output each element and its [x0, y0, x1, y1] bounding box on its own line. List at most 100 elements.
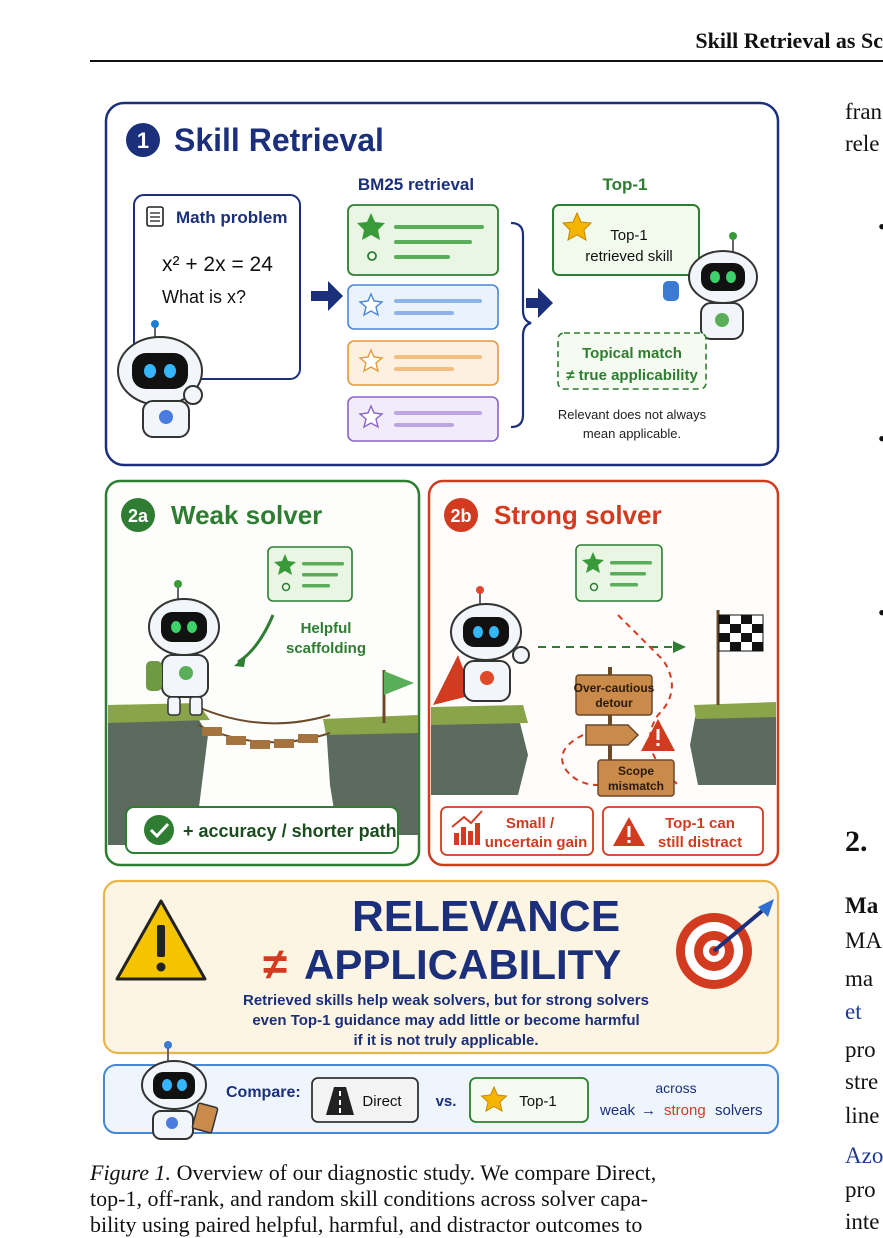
- panel1-number-badge: [126, 123, 160, 157]
- para-heading: Ma: [845, 893, 879, 918]
- retrieved-skill-card-3: [347, 340, 499, 386]
- right-col-p4: pro: [845, 1037, 876, 1062]
- warning-large-icon: [115, 899, 207, 981]
- notepad-icon: [146, 206, 164, 227]
- distract-line2: still distract: [658, 834, 742, 851]
- robot-walking-icon: [146, 580, 220, 716]
- distract-line1: Top-1 can: [665, 815, 735, 832]
- right-col-p6: line: [845, 1103, 880, 1128]
- robot-thinking-icon: [117, 320, 203, 438]
- compare-strong: strong: [664, 1102, 706, 1119]
- bullet-2: •: [878, 426, 883, 452]
- target-icon: [676, 899, 774, 989]
- panel2b-badge-circle: [444, 498, 478, 532]
- right-col-p7[interactable]: Azo: [845, 1143, 883, 1168]
- panel2a-badge-circle: [121, 498, 155, 532]
- bracket-icon: [510, 221, 532, 429]
- panel1-title: Skill Retrieval: [174, 122, 384, 158]
- detour-sign: [575, 674, 653, 716]
- top1-card-line1: Top-1: [610, 227, 648, 244]
- skill-card-icon: [267, 546, 353, 602]
- arrow-to-top1-icon: [526, 288, 553, 318]
- weak-result-box: [125, 806, 399, 854]
- orange-star-icon: [358, 348, 384, 373]
- finish-flag-icon: [718, 614, 764, 652]
- direct-chip-label: Direct: [362, 1093, 402, 1110]
- math-problem-card: [133, 194, 301, 380]
- skill-card-icon-2b: [575, 544, 663, 602]
- compare-label: Compare:: [226, 1084, 301, 1101]
- caption-line3: bility using paired helpful, harmful, an…: [90, 1212, 643, 1237]
- gold-star-chip-icon: [480, 1085, 508, 1112]
- note-line1: Relevant does not always: [558, 407, 707, 422]
- gain-line1: Small /: [506, 815, 555, 832]
- top1-chip: [469, 1077, 589, 1123]
- section-heading: 2.: [845, 825, 868, 858]
- green-star-icon: [357, 213, 385, 240]
- panel2a-badge: 2a: [128, 506, 149, 526]
- compare-bar: Compare: Direct vs. Top-1 across weak → …: [103, 1041, 779, 1140]
- retrieved-skill-card-4: [347, 396, 499, 442]
- panel-strong-solver: 2b Strong solver: [427, 479, 780, 867]
- retrieved-skill-card-2: [347, 284, 499, 330]
- warning-icon: [641, 719, 675, 751]
- cliff-scene-2b: [431, 610, 776, 795]
- bullet-1: •: [878, 214, 883, 240]
- panel2b-title: Strong solver: [494, 500, 662, 530]
- gold-star-icon: [561, 211, 593, 241]
- right-col-p9: inte: [845, 1209, 880, 1233]
- right-col-p3[interactable]: et: [845, 999, 862, 1024]
- right-col-p8: pro: [845, 1177, 876, 1202]
- banner-desc-line1: Retrieved skills help weak solvers, but …: [243, 992, 649, 1009]
- figure-caption: Figure 1. Overview of our diagnostic stu…: [90, 1160, 800, 1238]
- right-col-p5: stre: [845, 1069, 879, 1094]
- banner-line1: RELEVANCE: [352, 892, 620, 941]
- top1-label: Top-1: [602, 175, 647, 194]
- retrieved-skill-card-1: [347, 204, 499, 276]
- banner-desc-line2: even Top-1 guidance may add little or be…: [252, 1012, 639, 1029]
- compare-solvers: solvers: [715, 1102, 763, 1119]
- banner-desc-line3: if it is not truly applicable.: [353, 1032, 538, 1049]
- caption-line2: top-1, off-rank, and random skill condit…: [90, 1186, 649, 1211]
- chart-up-icon: [451, 810, 483, 845]
- caption-label: Figure 1.: [90, 1160, 172, 1185]
- overview-figure: 1 Skill Retrieval Math problem x² + 2x =…: [102, 101, 780, 1140]
- bm25-label: BM25 retrieval: [358, 175, 474, 194]
- header-rule: [90, 60, 883, 62]
- compare-weak: weak: [599, 1102, 636, 1119]
- right-col-line2: rele: [845, 131, 880, 156]
- across-label: across: [655, 1080, 696, 1096]
- panel2a-title: Weak solver: [171, 500, 322, 530]
- scope-line2: mismatch: [608, 779, 664, 793]
- running-title: Skill Retrieval as Sc: [695, 28, 883, 53]
- vs-label: vs.: [436, 1093, 457, 1110]
- topical-line1: Topical match: [582, 345, 682, 362]
- math-equation: x² + 2x = 24: [162, 253, 273, 276]
- top1-chip-label: Top-1: [519, 1093, 557, 1110]
- robot-caped-icon: [433, 586, 530, 705]
- topical-match-box: [557, 332, 707, 390]
- road-icon: [326, 1087, 354, 1115]
- relevance-banner: RELEVANCE ≠ APPLICABILITY Retrieved skil…: [102, 879, 780, 1055]
- robot-thumbs-up-icon: [663, 232, 758, 340]
- arrow-to-bm25-icon: [311, 281, 343, 311]
- panel-skill-retrieval: 1 Skill Retrieval Math problem x² + 2x =…: [104, 101, 780, 467]
- right-col-p1: MA: [845, 928, 883, 953]
- top1-card-line2: retrieved skill: [585, 248, 673, 265]
- panel2b-badge: 2b: [450, 506, 471, 526]
- detour-path-line: [617, 614, 679, 786]
- helpful-line2: scaffolding: [286, 640, 366, 657]
- right-col-p2: ma: [845, 966, 874, 991]
- scope-line1: Scope: [618, 764, 654, 778]
- purple-star-icon: [358, 404, 384, 429]
- helpful-line1: Helpful: [301, 620, 352, 637]
- right-col-line1: fran: [845, 99, 883, 124]
- math-problem-label: Math problem: [176, 208, 287, 227]
- detour-line1: Over-cautious: [574, 681, 655, 695]
- robot-clipboard-icon: [141, 1041, 219, 1140]
- blue-star-icon: [358, 292, 384, 317]
- weak-result-text: + accuracy / shorter path: [183, 821, 397, 841]
- note-line2: mean applicable.: [583, 426, 681, 441]
- bullet-3: •: [878, 600, 883, 626]
- top1-skill-card: Top-1 retrieved skill: [552, 204, 700, 276]
